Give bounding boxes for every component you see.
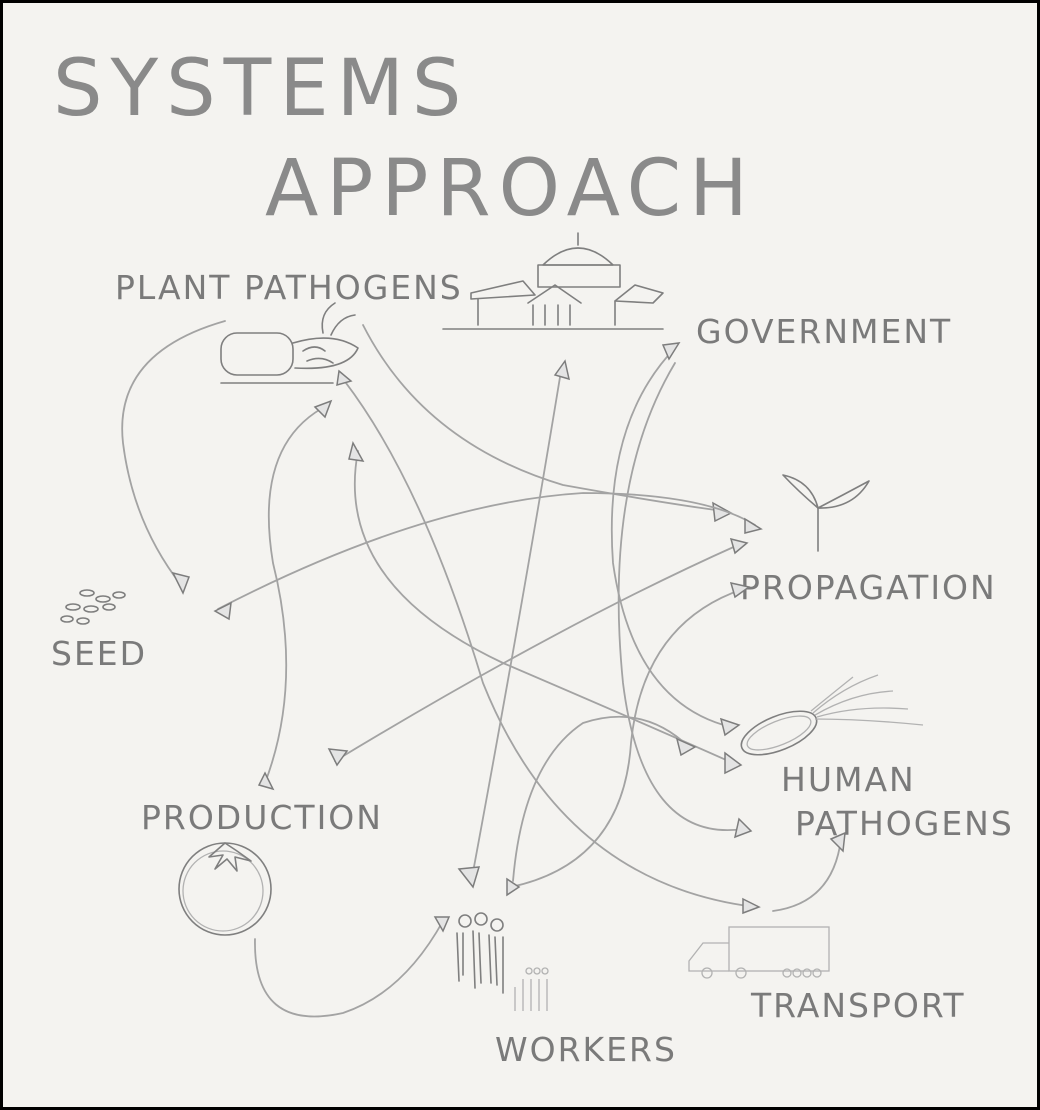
arrowhead bbox=[829, 831, 846, 853]
arrowhead bbox=[719, 717, 741, 737]
label-human-pathogens-2: PATHOGENS bbox=[795, 804, 1014, 843]
arrowhead bbox=[506, 877, 521, 897]
truck-icon bbox=[688, 926, 830, 979]
arrowhead bbox=[742, 897, 761, 915]
arrowhead bbox=[733, 817, 753, 839]
arrow-workers-to-propagation bbox=[510, 588, 744, 888]
label-production: PRODUCTION bbox=[141, 798, 383, 837]
connector-arrows bbox=[121, 320, 846, 1018]
arrow-plant-pathogens-to-seed bbox=[121, 320, 226, 586]
arrowhead bbox=[553, 359, 571, 381]
arrowhead bbox=[433, 916, 451, 933]
arrow-workers-to-human-pathogens bbox=[512, 715, 690, 882]
bacterium-icon bbox=[740, 674, 924, 756]
arrow-plant-pathogens-to-transport bbox=[342, 378, 756, 908]
arrowhead bbox=[661, 342, 681, 361]
arrowhead bbox=[729, 537, 749, 555]
arrowhead bbox=[313, 399, 333, 419]
arrow-production-to-plant-pathogens bbox=[264, 404, 329, 784]
seeds-icon bbox=[60, 589, 126, 625]
tomato-icon bbox=[178, 842, 272, 936]
diagram-page: SYSTEMS APPROACH PLANT PATHOGENS GOVERNM… bbox=[3, 3, 1037, 1107]
label-propagation: PROPAGATION bbox=[740, 568, 997, 607]
seedling-icon bbox=[782, 474, 870, 552]
arrowhead bbox=[712, 501, 733, 523]
beetle-icon bbox=[220, 302, 359, 384]
label-transport: TRANSPORT bbox=[750, 986, 966, 1025]
arrowhead bbox=[327, 748, 349, 767]
arrowhead bbox=[257, 771, 275, 791]
label-plant-pathogens: PLANT PATHOGENS bbox=[115, 268, 463, 307]
arrowhead bbox=[171, 571, 190, 595]
arrowhead bbox=[348, 440, 365, 462]
arrow-seed-propagation bbox=[217, 492, 756, 610]
arrowhead bbox=[724, 751, 743, 775]
arrow-government-human-pathogens bbox=[610, 347, 732, 728]
label-government: GOVERNMENT bbox=[696, 312, 952, 351]
arrow-production-to-workers bbox=[254, 920, 444, 1018]
capitol-building-icon bbox=[442, 232, 664, 330]
arrowhead bbox=[675, 737, 697, 757]
title-line-2: APPROACH bbox=[265, 144, 756, 234]
arrow-government-workers bbox=[470, 370, 562, 884]
arrow-human-pathogens-transport bbox=[772, 838, 842, 912]
title-line-1: SYSTEMS bbox=[53, 44, 469, 134]
arrowhead bbox=[729, 581, 751, 599]
arrowhead bbox=[744, 517, 763, 534]
systems-diagram: SYSTEMS APPROACH PLANT PATHOGENS GOVERNM… bbox=[51, 44, 1014, 1069]
people-icon bbox=[456, 912, 549, 1011]
label-human-pathogens-1: HUMAN bbox=[781, 760, 916, 799]
arrow-propagation-to-production bbox=[334, 544, 739, 762]
arrowhead bbox=[213, 601, 232, 621]
arrowhead bbox=[336, 369, 353, 387]
arrowhead bbox=[457, 866, 481, 889]
label-workers: WORKERS bbox=[495, 1030, 677, 1069]
arrow-government-to-human-pathogens-2 bbox=[617, 362, 744, 831]
arrow-plant-pathogens-to-propagation bbox=[362, 324, 724, 512]
label-seed: SEED bbox=[51, 634, 147, 673]
